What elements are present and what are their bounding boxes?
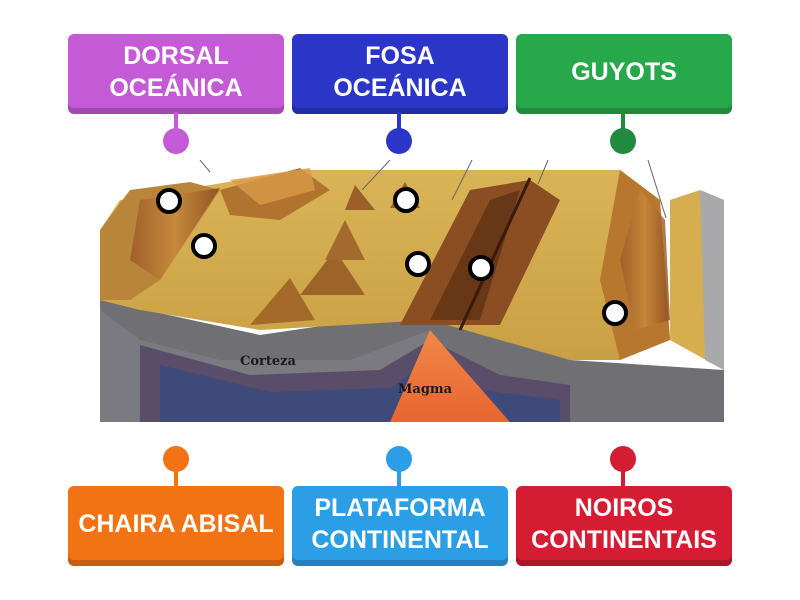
label-chaira-abisal[interactable]: CHAIRA ABISAL: [68, 486, 284, 566]
drop-marker[interactable]: [156, 188, 182, 214]
drop-marker[interactable]: [468, 255, 494, 281]
label-line: CHAIRA ABISAL: [78, 508, 273, 540]
drag-handle[interactable]: [163, 128, 189, 154]
label-fosa-oceanica[interactable]: FOSA OCEÁNICA: [292, 34, 508, 114]
label-line: PLATAFORMA: [311, 492, 488, 524]
drag-handle[interactable]: [386, 128, 412, 154]
label-line: GUYOTS: [571, 56, 677, 88]
drop-marker[interactable]: [602, 300, 628, 326]
drop-marker[interactable]: [191, 233, 217, 259]
label-line: NOIROS: [531, 492, 717, 524]
corteza-label: Corteza: [240, 354, 297, 369]
ocean-floor-diagram: Corteza Magma: [100, 160, 724, 422]
label-line: CONTINENTAIS: [531, 524, 717, 556]
label-line: FOSA: [333, 40, 466, 72]
label-noiros-continentais[interactable]: NOIROS CONTINENTAIS: [516, 486, 732, 566]
drop-marker[interactable]: [393, 187, 419, 213]
label-line: OCEÁNICA: [333, 72, 466, 104]
label-line: OCEÁNICA: [109, 72, 242, 104]
label-dorsal-oceanica[interactable]: DORSAL OCEÁNICA: [68, 34, 284, 114]
label-guyots[interactable]: GUYOTS: [516, 34, 732, 114]
drop-marker[interactable]: [405, 251, 431, 277]
label-line: DORSAL: [109, 40, 242, 72]
drag-handle[interactable]: [610, 128, 636, 154]
magma-label: Magma: [398, 382, 453, 397]
label-line: CONTINENTAL: [311, 524, 488, 556]
label-plataforma-continental[interactable]: PLATAFORMA CONTINENTAL: [292, 486, 508, 566]
